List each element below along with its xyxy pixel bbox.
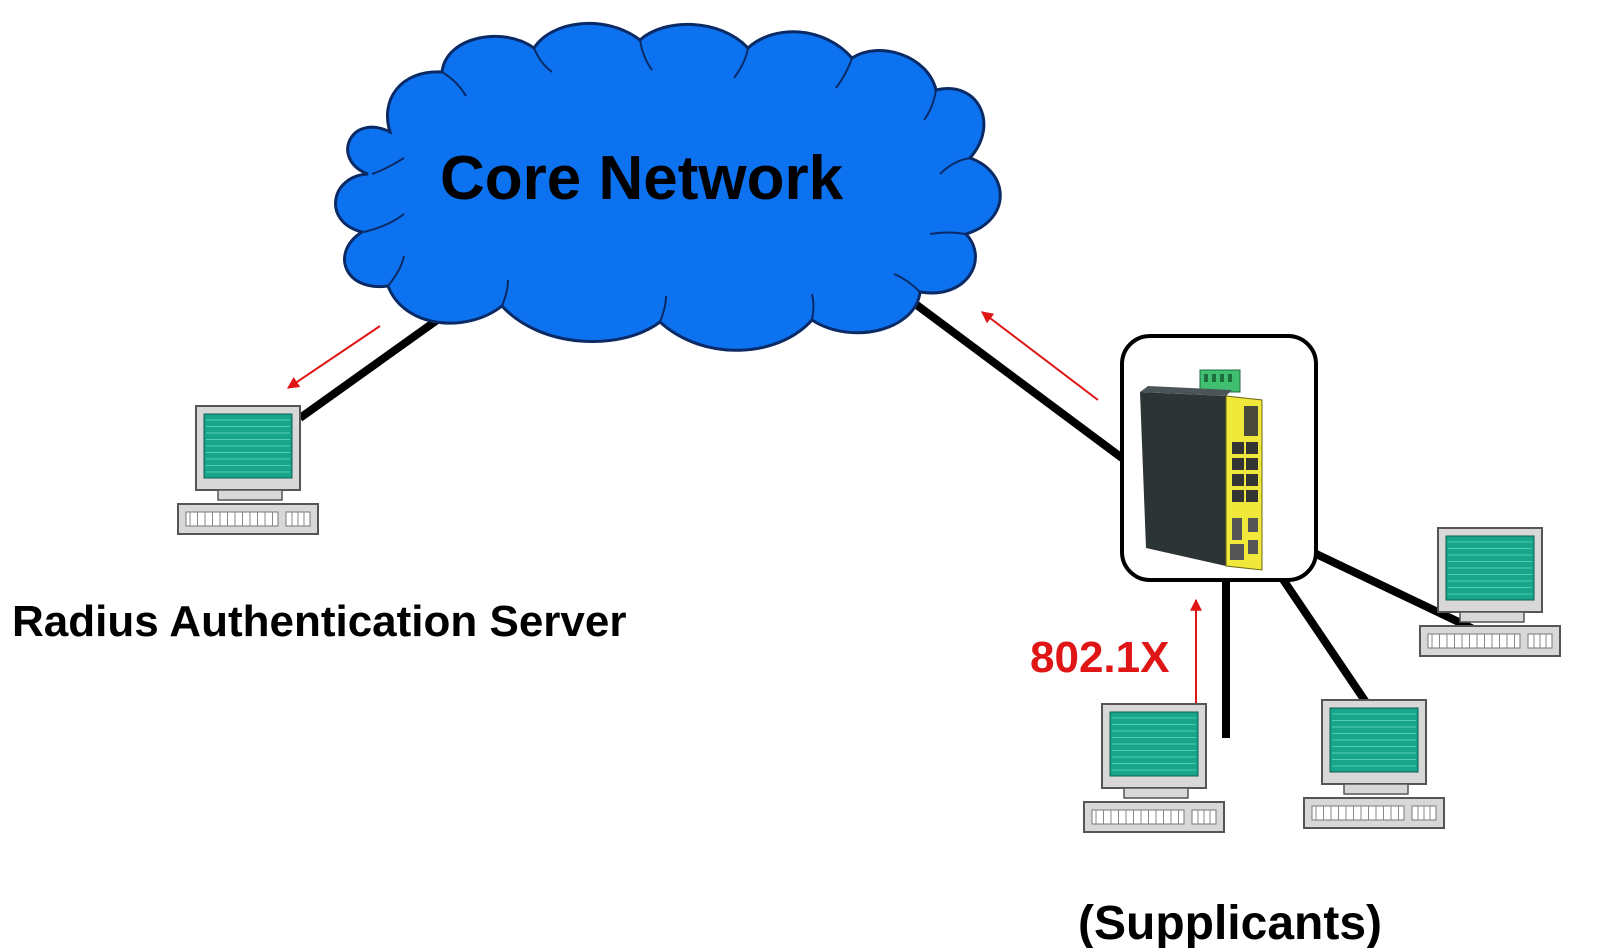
industrial-ethernet-switch-icon — [1120, 334, 1318, 582]
link-cloud-to-server — [297, 314, 443, 422]
link-cloud-to-switch — [899, 290, 1125, 462]
radius-server-computer-icon — [177, 405, 319, 535]
core-network-cloud — [334, 21, 1002, 352]
supplicant-computer-1-icon — [1083, 703, 1225, 833]
supplicant-computer-3-icon — [1419, 527, 1561, 657]
computers — [177, 405, 1561, 833]
arrow-to-core — [981, 311, 1099, 401]
arrow-to-server — [287, 325, 381, 389]
link-switch-to-supplicant-3 — [1310, 548, 1490, 640]
supplicant-computer-2-icon — [1303, 699, 1445, 829]
protocol-label: 802.1X — [1030, 633, 1170, 682]
radius-server-label: Radius Authentication Server — [12, 597, 627, 646]
core-network-label: Core Network — [440, 144, 844, 213]
supplicants-label: (Supplicants) — [1078, 897, 1383, 948]
auth-flow-arrows — [287, 311, 1202, 712]
